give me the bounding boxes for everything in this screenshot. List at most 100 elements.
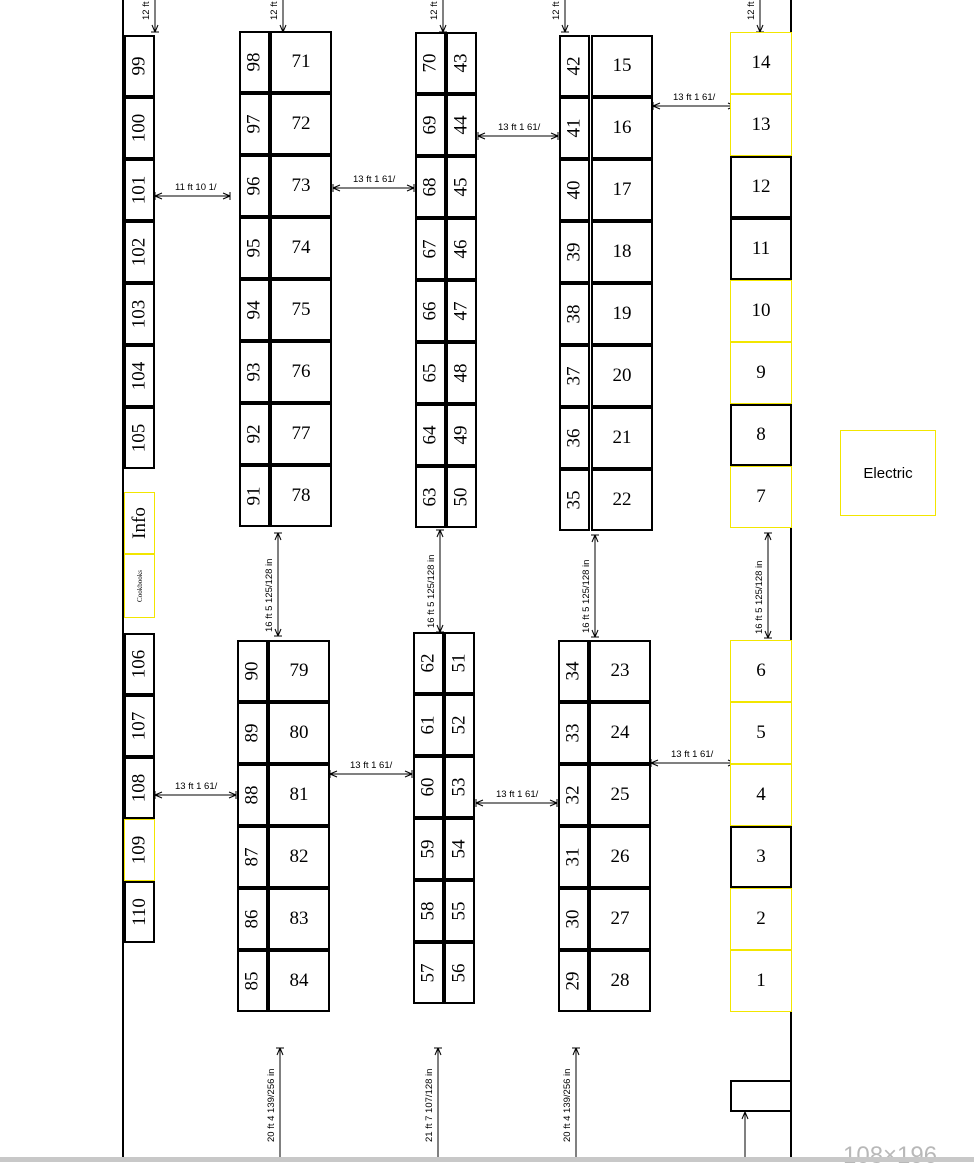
booth-53[interactable]: 53 bbox=[444, 756, 475, 818]
booth-104[interactable]: 104 bbox=[124, 345, 155, 407]
booth-92[interactable]: 92 bbox=[239, 403, 270, 465]
booth-93[interactable]: 93 bbox=[239, 341, 270, 403]
booth-21[interactable]: 21 bbox=[591, 407, 653, 469]
booth-35[interactable]: 35 bbox=[559, 469, 590, 531]
booth-82[interactable]: 82 bbox=[268, 826, 330, 888]
booth-91[interactable]: 91 bbox=[239, 465, 270, 527]
booth-81[interactable]: 81 bbox=[268, 764, 330, 826]
booth-70[interactable]: 70 bbox=[415, 32, 446, 94]
booth-108[interactable]: 108 bbox=[124, 757, 155, 819]
booth-48[interactable]: 48 bbox=[446, 342, 477, 404]
booth-40[interactable]: 40 bbox=[559, 159, 590, 221]
booth-38[interactable]: 38 bbox=[559, 283, 590, 345]
booth-74[interactable]: 74 bbox=[270, 217, 332, 279]
booth-3[interactable]: 3 bbox=[730, 826, 792, 888]
booth-20[interactable]: 20 bbox=[591, 345, 653, 407]
booth-14[interactable]: 14 bbox=[730, 32, 792, 94]
booth-44[interactable]: 44 bbox=[446, 94, 477, 156]
booth-83[interactable]: 83 bbox=[268, 888, 330, 950]
booth-89[interactable]: 89 bbox=[237, 702, 268, 764]
booth-65[interactable]: 65 bbox=[415, 342, 446, 404]
booth-4[interactable]: 4 bbox=[730, 764, 792, 826]
booth-88[interactable]: 88 bbox=[237, 764, 268, 826]
booth-77[interactable]: 77 bbox=[270, 403, 332, 465]
booth-28[interactable]: 28 bbox=[589, 950, 651, 1012]
info-booth[interactable]: Info bbox=[124, 492, 155, 554]
booth-17[interactable]: 17 bbox=[591, 159, 653, 221]
booth-86[interactable]: 86 bbox=[237, 888, 268, 950]
booth-9[interactable]: 9 bbox=[730, 342, 792, 404]
booth-15[interactable]: 15 bbox=[591, 35, 653, 97]
booth-98[interactable]: 98 bbox=[239, 31, 270, 93]
booth-107[interactable]: 107 bbox=[124, 695, 155, 757]
booth-19[interactable]: 19 bbox=[591, 283, 653, 345]
booth-31[interactable]: 31 bbox=[558, 826, 589, 888]
booth-68[interactable]: 68 bbox=[415, 156, 446, 218]
booth-76[interactable]: 76 bbox=[270, 341, 332, 403]
booth-94[interactable]: 94 bbox=[239, 279, 270, 341]
booth-64[interactable]: 64 bbox=[415, 404, 446, 466]
booth-50[interactable]: 50 bbox=[446, 466, 477, 528]
booth-39[interactable]: 39 bbox=[559, 221, 590, 283]
booth-1[interactable]: 1 bbox=[730, 950, 792, 1012]
booth-34[interactable]: 34 bbox=[558, 640, 589, 702]
booth-5[interactable]: 5 bbox=[730, 702, 792, 764]
booth-25[interactable]: 25 bbox=[589, 764, 651, 826]
booth-58[interactable]: 58 bbox=[413, 880, 444, 942]
booth-78[interactable]: 78 bbox=[270, 465, 332, 527]
booth-80[interactable]: 80 bbox=[268, 702, 330, 764]
booth-100[interactable]: 100 bbox=[124, 97, 155, 159]
booth-54[interactable]: 54 bbox=[444, 818, 475, 880]
booth-41[interactable]: 41 bbox=[559, 97, 590, 159]
booth-90[interactable]: 90 bbox=[237, 640, 268, 702]
booth-55[interactable]: 55 bbox=[444, 880, 475, 942]
booth-97[interactable]: 97 bbox=[239, 93, 270, 155]
booth-33[interactable]: 33 bbox=[558, 702, 589, 764]
booth-75[interactable]: 75 bbox=[270, 279, 332, 341]
booth-95[interactable]: 95 bbox=[239, 217, 270, 279]
booth-36[interactable]: 36 bbox=[559, 407, 590, 469]
booth-8[interactable]: 8 bbox=[730, 404, 792, 466]
booth-52[interactable]: 52 bbox=[444, 694, 475, 756]
booth-23[interactable]: 23 bbox=[589, 640, 651, 702]
booth-12[interactable]: 12 bbox=[730, 156, 792, 218]
booth-16[interactable]: 16 bbox=[591, 97, 653, 159]
booth-11[interactable]: 11 bbox=[730, 218, 792, 280]
booth-10[interactable]: 10 bbox=[730, 280, 792, 342]
booth-26[interactable]: 26 bbox=[589, 826, 651, 888]
booth-61[interactable]: 61 bbox=[413, 694, 444, 756]
booth-59[interactable]: 59 bbox=[413, 818, 444, 880]
booth-67[interactable]: 67 bbox=[415, 218, 446, 280]
booth-45[interactable]: 45 bbox=[446, 156, 477, 218]
booth-46[interactable]: 46 bbox=[446, 218, 477, 280]
booth-62[interactable]: 62 bbox=[413, 632, 444, 694]
booth-18[interactable]: 18 bbox=[591, 221, 653, 283]
booth-60[interactable]: 60 bbox=[413, 756, 444, 818]
booth-2[interactable]: 2 bbox=[730, 888, 792, 950]
booth-22[interactable]: 22 bbox=[591, 469, 653, 531]
booth-24[interactable]: 24 bbox=[589, 702, 651, 764]
booth-99[interactable]: 99 bbox=[124, 35, 155, 97]
cookbooks-booth[interactable]: Cookbooks bbox=[124, 554, 155, 618]
booth-29[interactable]: 29 bbox=[558, 950, 589, 1012]
booth-6[interactable]: 6 bbox=[730, 640, 792, 702]
booth-84[interactable]: 84 bbox=[268, 950, 330, 1012]
booth-7[interactable]: 7 bbox=[730, 466, 792, 528]
booth-85[interactable]: 85 bbox=[237, 950, 268, 1012]
booth-72[interactable]: 72 bbox=[270, 93, 332, 155]
booth-106[interactable]: 106 bbox=[124, 633, 155, 695]
booth-27[interactable]: 27 bbox=[589, 888, 651, 950]
booth-49[interactable]: 49 bbox=[446, 404, 477, 466]
booth-43[interactable]: 43 bbox=[446, 32, 477, 94]
booth-96[interactable]: 96 bbox=[239, 155, 270, 217]
booth-69[interactable]: 69 bbox=[415, 94, 446, 156]
booth-87[interactable]: 87 bbox=[237, 826, 268, 888]
bottom-scrollbar[interactable] bbox=[0, 1157, 974, 1162]
booth-71[interactable]: 71 bbox=[270, 31, 332, 93]
booth-13[interactable]: 13 bbox=[730, 94, 792, 156]
booth-109[interactable]: 109 bbox=[124, 819, 155, 881]
booth-73[interactable]: 73 bbox=[270, 155, 332, 217]
booth-110[interactable]: 110 bbox=[124, 881, 155, 943]
booth-101[interactable]: 101 bbox=[124, 159, 155, 221]
booth-102[interactable]: 102 bbox=[124, 221, 155, 283]
